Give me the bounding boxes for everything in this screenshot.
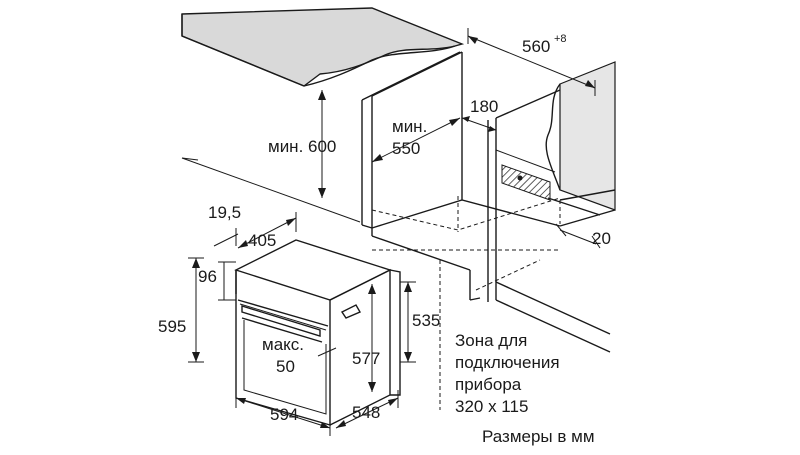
label-min-600: мин. 600	[268, 137, 336, 156]
label-20: 20	[592, 229, 611, 248]
label-577: 577	[352, 349, 380, 368]
label-405: 405	[248, 231, 276, 250]
connection-zone	[495, 149, 556, 201]
label-548: 548	[352, 403, 380, 422]
label-zone-line4: 320 x 115	[455, 397, 528, 416]
label-max-50-line1: макс.	[262, 335, 304, 354]
label-19-5: 19,5	[208, 203, 241, 222]
label-560: 560	[522, 37, 550, 56]
label-units-note: Размеры в мм	[482, 427, 595, 446]
label-max-50-line2: 50	[276, 357, 295, 376]
right-countertop	[545, 61, 616, 211]
dashed-guides	[371, 196, 561, 410]
label-96: 96	[198, 267, 217, 286]
label-zone-line3: прибора	[455, 375, 522, 394]
label-560-sup: +8	[554, 33, 567, 45]
label-min-550-line1: мин.	[392, 117, 427, 136]
label-594: 594	[270, 405, 298, 424]
countertop	[181, 7, 465, 87]
label-180: 180	[470, 97, 498, 116]
label-zone-line1: Зона для	[455, 331, 527, 350]
cabinet-niche	[361, 51, 616, 353]
label-min-550-line2: 550	[392, 139, 420, 158]
label-zone-line2: подключения	[455, 353, 560, 372]
oven	[234, 239, 401, 426]
label-595: 595	[158, 317, 186, 336]
dimension-lines	[188, 28, 601, 436]
label-535: 535	[412, 311, 440, 330]
floor-lines	[181, 157, 361, 223]
